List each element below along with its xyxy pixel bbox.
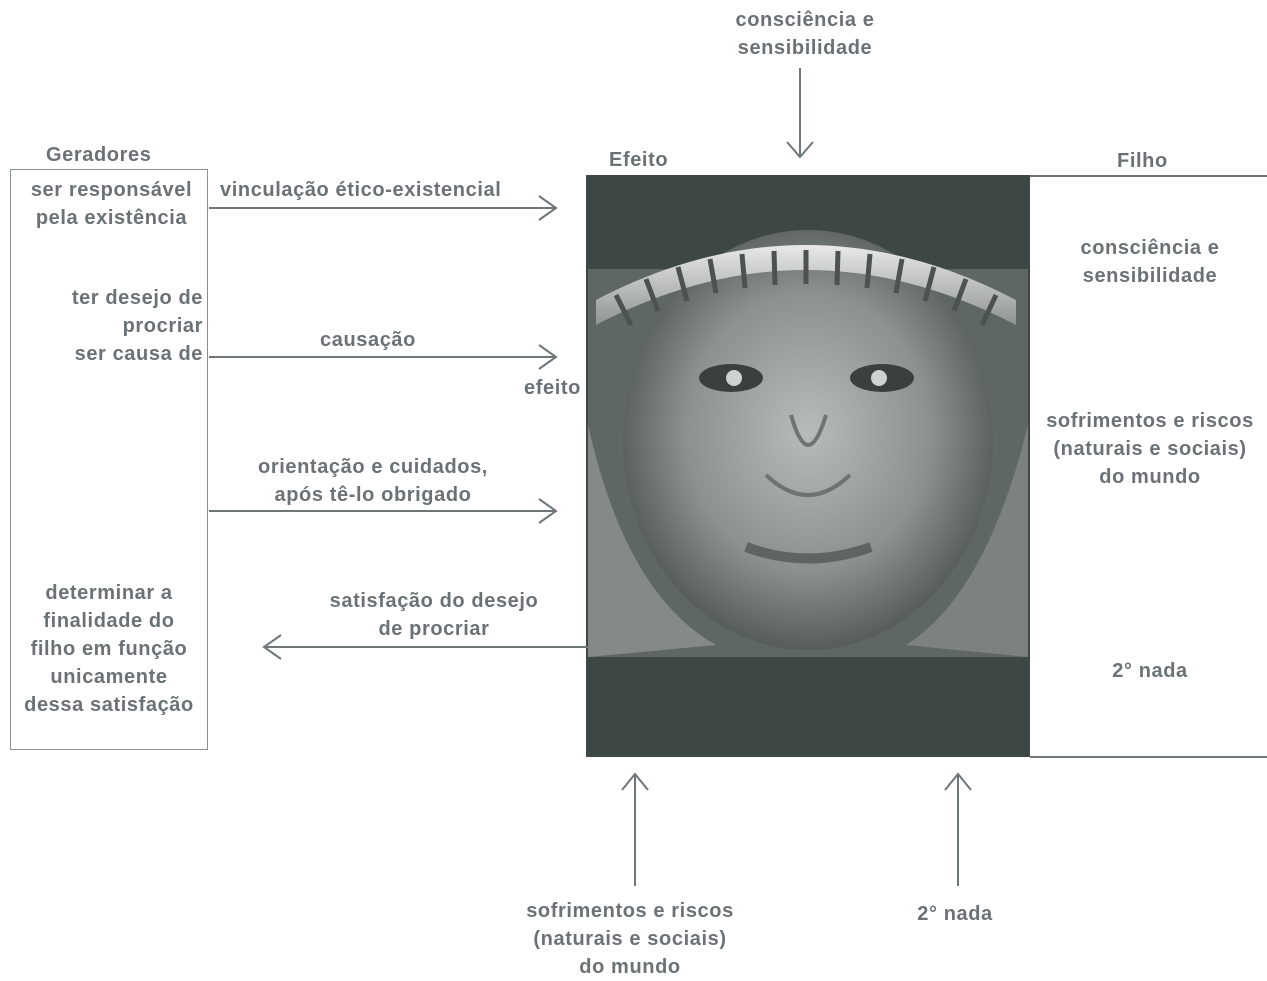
orientacao-label: orientação e cuidados, após tê-lo obriga…	[258, 456, 488, 506]
baby-face-photo	[586, 175, 1030, 757]
causacao-label: causação	[320, 329, 416, 351]
filho-nada: 2° nada	[1112, 660, 1188, 682]
geradores-desejo: ter desejo de procriar ser causa de	[71, 287, 203, 365]
top-arrow-head	[786, 141, 814, 159]
bottom-right-arrow-head	[944, 772, 972, 791]
filho-sofrimentos: sofrimentos e riscos (naturais e sociais…	[1046, 410, 1254, 488]
satisfacao-arrow-head	[262, 634, 282, 660]
efeito-title: Efeito	[609, 149, 669, 171]
geradores-box	[10, 169, 208, 750]
filho-title: Filho	[1117, 150, 1168, 172]
vinculacao-arrow-head	[538, 195, 558, 221]
bottom-sofrimentos: sofrimentos e riscos (naturais e sociais…	[526, 900, 734, 978]
bottom-nada: 2° nada	[917, 903, 993, 925]
baby-face-icon	[586, 175, 1030, 757]
geradores-responsavel: ser responsável pela existência	[30, 179, 193, 229]
vinculacao-label: vinculação ético-existencial	[220, 179, 502, 201]
top-consciencia-label: consciência e sensibilidade	[735, 9, 875, 59]
geradores-title: Geradores	[46, 144, 152, 166]
causacao-arrow-head	[538, 344, 558, 370]
bottom-left-arrow-head	[621, 772, 649, 791]
efeito-label: efeito	[524, 377, 581, 399]
filho-consciencia: consciência e sensibilidade	[1080, 237, 1220, 287]
geradores-finalidade: determinar a finalidade do filho em funç…	[24, 582, 194, 716]
satisfacao-label: satisfação do desejo de procriar	[329, 590, 539, 640]
orientacao-arrow-head	[538, 498, 558, 524]
